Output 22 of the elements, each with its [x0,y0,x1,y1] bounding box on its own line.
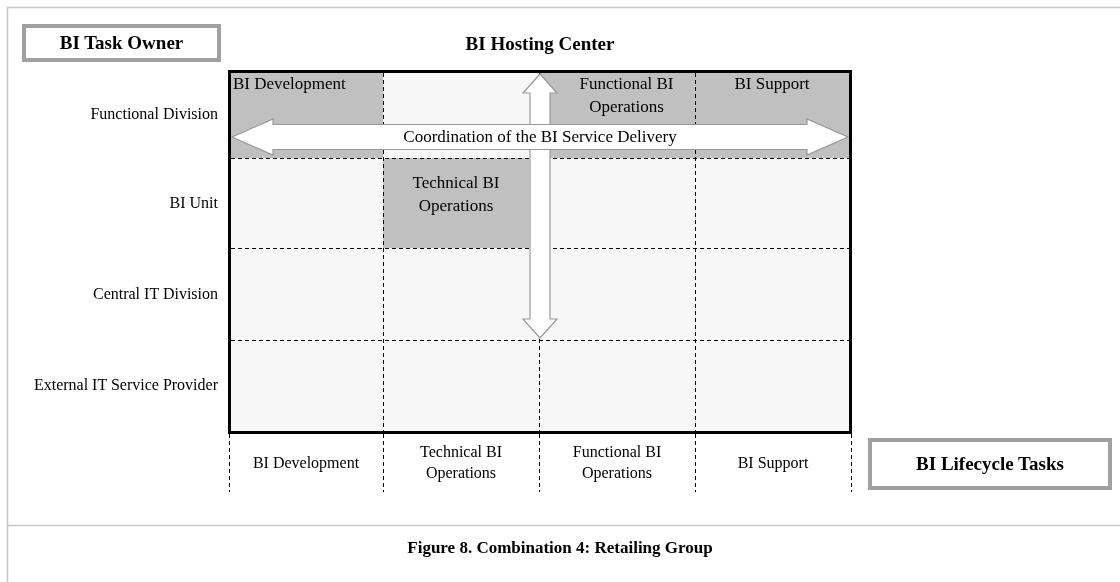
diagram-title: BI Hosting Center [464,33,616,55]
shaded-cell [695,73,849,118]
heading-box: BI Task Owner [22,24,221,62]
row-label: External IT Service Provider [32,375,218,396]
column-label: BI Support [736,452,810,474]
column-label: Technical BI Operations [419,442,503,484]
row-label: Functional Division [89,103,218,124]
matrix-frame [228,70,852,434]
row-label: Central IT Division [91,283,218,304]
figure-caption: Figure 8. Combination 4: Retailing Group [406,538,714,558]
cell-label: BI Support [734,73,810,95]
double-block-arrow [231,118,849,156]
cell-label: Functional BI Operations [578,73,675,118]
column-label: Functional BI Operations [571,442,663,484]
shaded-cell [383,158,529,248]
arrow-label: Coordination of the BI Service Delivery [402,127,678,147]
shaded-cell [231,73,383,118]
cell-label: BI Development [232,73,346,95]
column-label: BI Development [251,452,361,474]
cell-label: Technical BI Operations [411,172,501,217]
row-label: BI Unit [168,192,218,213]
heading-box: BI Lifecycle Tasks [868,438,1112,490]
